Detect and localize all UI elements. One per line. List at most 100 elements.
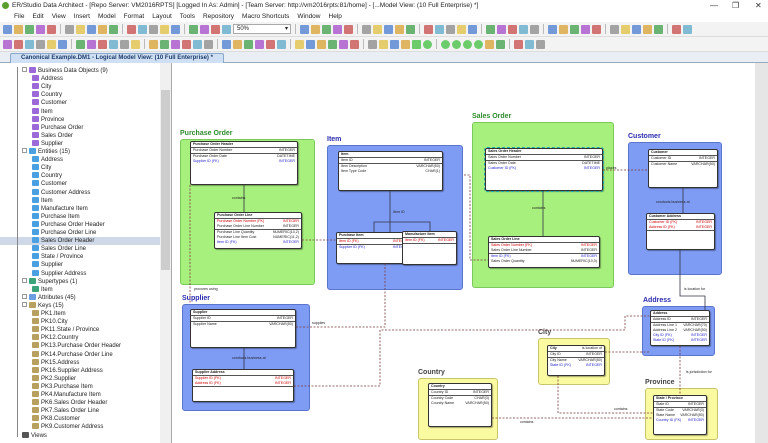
tree-item[interactable]: PK8.Customer [0, 415, 160, 423]
menu-macro-shortcuts[interactable]: Macro Shortcuts [242, 13, 290, 20]
tree-item[interactable]: Sales Order [0, 131, 160, 140]
toolbar-button[interactable] [295, 39, 304, 49]
toolbar-button[interactable] [339, 39, 348, 49]
toolbar-button[interactable] [530, 24, 539, 34]
toolbar-button[interactable] [672, 24, 681, 34]
toolbar-button[interactable] [536, 39, 545, 49]
toolbar-button[interactable] [390, 39, 399, 49]
menu-model[interactable]: Model [97, 13, 116, 20]
toolbar-button[interactable] [497, 24, 506, 34]
toolbar-button[interactable] [317, 39, 326, 49]
toolbar-button[interactable] [255, 39, 264, 49]
toolbar-button[interactable] [76, 39, 85, 49]
toolbar-button[interactable] [244, 39, 253, 49]
toolbar-button[interactable] [149, 39, 158, 49]
expand-toggle[interactable] [22, 293, 27, 299]
toolbar-button[interactable] [233, 39, 242, 49]
toolbar-button[interactable] [468, 24, 477, 34]
toolbar-button[interactable] [87, 24, 96, 34]
toolbar-button[interactable] [138, 24, 147, 34]
attribute-row[interactable]: Item ID (FK)INTEGER [403, 238, 456, 243]
tree-item[interactable]: PK2.Supplier [0, 374, 160, 383]
menu-window[interactable]: Window [297, 13, 321, 20]
toolbar-button[interactable] [120, 39, 129, 49]
toolbar-button[interactable] [496, 39, 505, 49]
toolbar-button[interactable] [485, 39, 494, 49]
menu-repository[interactable]: Repository [202, 13, 235, 20]
attribute-row[interactable]: Sales Order Number (FK)INTEGER [489, 243, 599, 248]
toolbar-button[interactable] [424, 24, 433, 34]
toolbar-button[interactable] [368, 39, 377, 49]
toolbar-button[interactable] [423, 39, 432, 49]
expand-toggle[interactable] [22, 148, 27, 153]
attribute-row[interactable]: State ID (FK)INTEGER [548, 363, 604, 368]
toolbar-button[interactable] [211, 24, 220, 34]
toolbar-button[interactable] [311, 24, 320, 34]
toolbar-button[interactable] [683, 24, 692, 34]
toolbar-button[interactable] [222, 39, 231, 49]
toolbar-button[interactable] [570, 24, 579, 34]
toolbar-button[interactable] [306, 39, 315, 49]
toolbar-button[interactable] [344, 24, 353, 34]
toolbar-button[interactable] [277, 39, 286, 49]
tree-item[interactable]: PK4.Manufacture Item [0, 391, 160, 399]
tree-item[interactable]: Item [0, 196, 160, 205]
menu-format[interactable]: Format [123, 13, 145, 20]
attribute-row[interactable]: Item ID (FK)INTEGER [489, 254, 599, 259]
toolbar-button[interactable] [474, 39, 483, 49]
expand-toggle[interactable] [22, 301, 27, 307]
tree-scrollbar-thumb[interactable] [161, 90, 170, 270]
menu-insert[interactable]: Insert [73, 13, 90, 20]
tree-item[interactable]: PK10.City [0, 318, 160, 326]
toolbar-button[interactable] [25, 39, 34, 49]
close-button[interactable]: ✕ [755, 1, 762, 10]
tree-item[interactable]: Purchase Item [0, 212, 160, 221]
toolbar-button[interactable] [519, 24, 528, 34]
toolbar-button[interactable] [98, 24, 107, 34]
tree-item[interactable]: Entities (15) [0, 148, 160, 156]
tree-item[interactable]: PK11.State / Province [0, 326, 160, 334]
tree-item[interactable]: Address [0, 156, 160, 164]
toolbar-button[interactable] [401, 39, 410, 49]
tree-item[interactable]: PK16.Supplier Address [0, 366, 160, 375]
menu-edit[interactable]: Edit [32, 13, 44, 20]
tree-item[interactable]: Address [0, 75, 160, 83]
tree-item[interactable]: Sales Order Header [0, 237, 160, 246]
toolbar-button[interactable] [350, 39, 359, 49]
attribute-row[interactable]: State ID (FK)INTEGER [651, 338, 709, 343]
toolbar-button[interactable] [643, 24, 652, 34]
tree-item[interactable]: Views [0, 431, 160, 440]
toolbar-button[interactable] [654, 24, 663, 34]
toolbar-button[interactable] [559, 24, 568, 34]
attribute-row[interactable]: Supplier ID (FK)INTEGER [193, 376, 293, 381]
tree-item[interactable]: PK15.Address [0, 358, 160, 367]
tree-item[interactable]: PK1.Item [0, 310, 160, 318]
toolbar-button[interactable] [328, 39, 337, 49]
attribute-row[interactable]: Item ID (FK)INTEGER [337, 239, 411, 244]
toolbar-button[interactable] [592, 24, 601, 34]
canvas-scrollbar[interactable] [755, 63, 768, 443]
tree-item[interactable]: Province [0, 115, 160, 124]
menu-layout[interactable]: Layout [152, 13, 172, 20]
attribute-row[interactable]: Country ID (FK)INTEGER [654, 418, 706, 423]
tree-item[interactable]: Country [0, 172, 160, 180]
toolbar-button[interactable] [395, 24, 404, 34]
toolbar-button[interactable] [373, 24, 382, 34]
zoom-select[interactable]: 50%▾ [233, 24, 291, 34]
relationship-line[interactable] [557, 376, 653, 414]
toolbar-button[interactable] [14, 24, 23, 34]
expand-toggle[interactable] [22, 67, 27, 72]
